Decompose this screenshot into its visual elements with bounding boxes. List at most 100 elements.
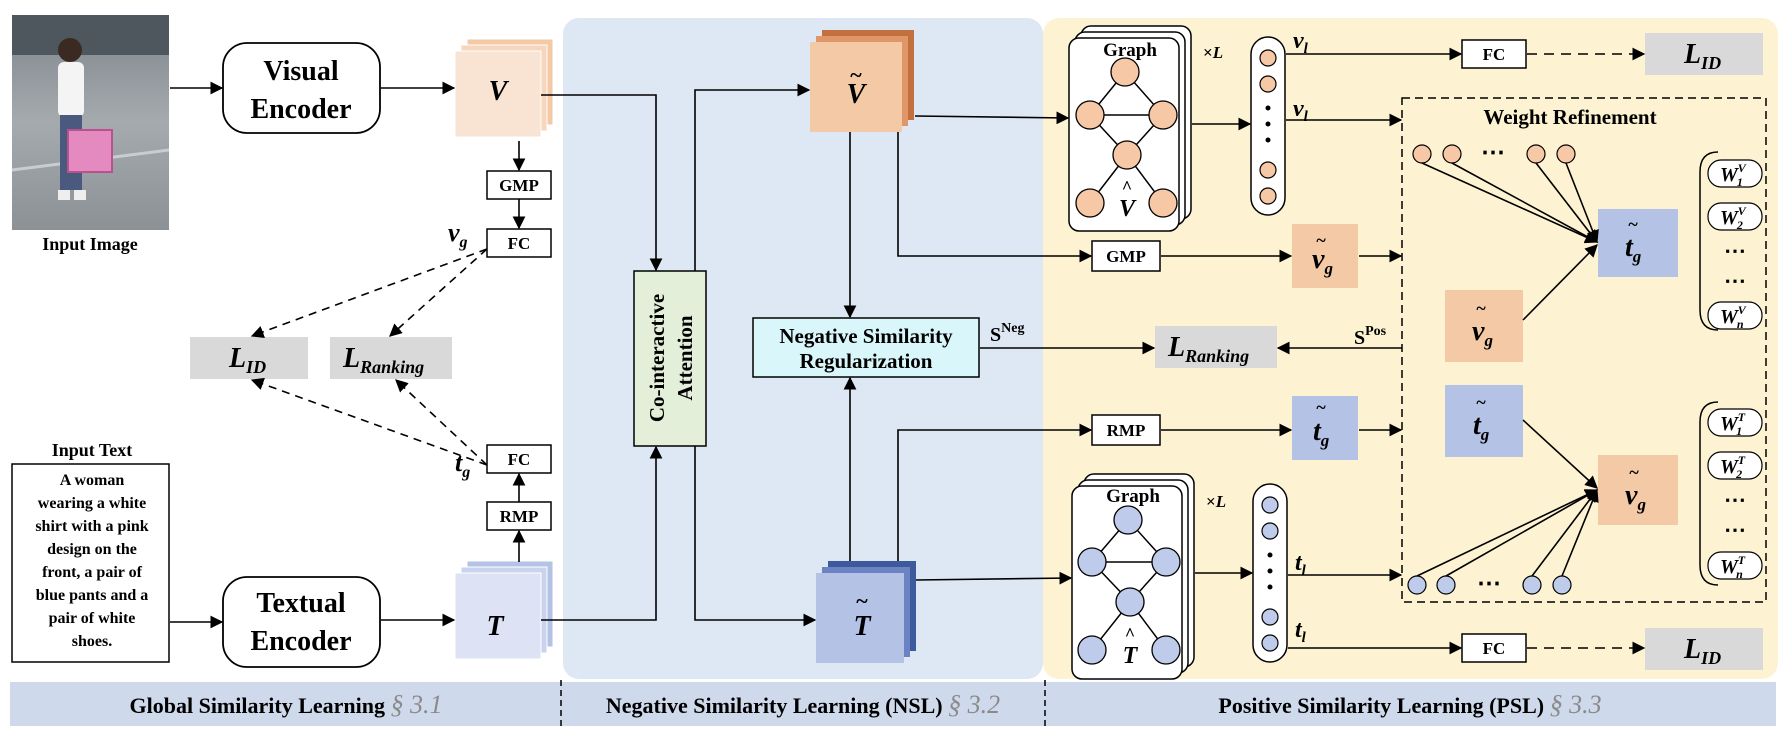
wv-item xyxy=(1707,159,1763,188)
graph-stack-bottom xyxy=(1071,473,1195,680)
footer-section-label: Negative Similarity Learning (NSL) § 3.2 xyxy=(606,690,1000,719)
node-column-top-nodes xyxy=(1259,49,1277,205)
visual-feature-label: V xyxy=(489,76,510,107)
s-pos-label: SPos xyxy=(1354,324,1387,349)
input-text-line: shoes. xyxy=(72,633,112,650)
loss-ranking-label: LRanking xyxy=(342,343,424,377)
input-text-line: pair of white xyxy=(49,610,136,627)
co-interactive-attention-label: Co-interactive xyxy=(645,294,669,422)
wr-vg-tilde-mark: ~ xyxy=(1629,462,1639,482)
visual-encoder-label: Visual xyxy=(263,56,338,87)
wr-tg-tilde-label: tg xyxy=(1625,232,1642,266)
wr-bottom-nodes xyxy=(1407,575,1572,595)
vl-label: vl xyxy=(1293,28,1309,57)
wv-bracket xyxy=(1699,151,1719,331)
tl-label: tl xyxy=(1295,550,1307,579)
middle-arrows xyxy=(541,83,857,627)
wt-item xyxy=(1707,451,1763,480)
v-tilde-stack xyxy=(810,30,914,132)
vl-label: vl xyxy=(1293,96,1309,125)
v-tilde-mark: ~ xyxy=(850,62,862,87)
loss-ranking-left xyxy=(330,337,452,379)
loss-id-right-top xyxy=(1645,33,1763,75)
gmp-box-right xyxy=(1091,240,1161,272)
input-image-label: Input Image xyxy=(42,234,138,254)
graph-bottom-nodes xyxy=(1077,505,1181,665)
tg-tilde-mark: ~ xyxy=(1316,397,1326,417)
gmp-label: GMP xyxy=(1106,247,1146,266)
graph-top-label: Graph xyxy=(1103,40,1157,61)
tl-label: tl xyxy=(1295,617,1307,646)
rmp-box-right xyxy=(1091,414,1161,446)
co-interactive-attention-label: Attention xyxy=(673,315,697,400)
wt-item xyxy=(1707,408,1763,437)
footer-section-label: Global Similarity Learning § 3.1 xyxy=(130,690,443,719)
t-hat-label: T xyxy=(1123,643,1139,669)
wt-ellipsis: ⋯ xyxy=(1724,487,1746,512)
vg-tilde-label: vg xyxy=(1312,244,1333,278)
graph-bottom-label: Graph xyxy=(1106,486,1160,507)
input-text-line: shirt with a pink xyxy=(35,518,148,535)
vg-label: vg xyxy=(448,218,468,251)
wt-bracket xyxy=(1699,401,1719,586)
t-tilde-stack xyxy=(816,561,916,663)
wt-item xyxy=(1707,551,1763,580)
v-hat-mark: ^ xyxy=(1122,177,1132,197)
footer-section-label: Positive Similarity Learning (PSL) § 3.3 xyxy=(1218,690,1601,719)
node-column-bottom-dots xyxy=(1267,552,1273,590)
times-l-bottom: ×L xyxy=(1206,492,1226,511)
wr-tg-tilde-mark: ~ xyxy=(1628,214,1638,234)
wv-ellipsis: ⋯ xyxy=(1724,268,1746,293)
wr-tg-tilde-box-left xyxy=(1445,385,1523,457)
input-text-box xyxy=(11,463,170,663)
tg-tilde-box xyxy=(1292,396,1358,460)
loss-id-left xyxy=(190,337,308,379)
textual-encoder-label: Encoder xyxy=(250,626,351,657)
weight-refinement-title: Weight Refinement xyxy=(1483,105,1656,129)
wv-ellipsis: ⋯ xyxy=(1724,238,1746,263)
node-column-bottom-nodes xyxy=(1261,496,1279,652)
input-text-lines: A woman wearing a white shirt with a pin… xyxy=(35,472,148,650)
input-text-line: wearing a white xyxy=(38,495,146,512)
weight-refinement-box xyxy=(1401,97,1767,603)
right-arrows xyxy=(897,47,1646,655)
s-neg-label: SNeg xyxy=(990,321,1024,346)
wv-item xyxy=(1707,202,1763,231)
graph-stack-top xyxy=(1068,25,1192,232)
fc-box-right-bottom xyxy=(1461,633,1527,663)
times-l-top: ×L xyxy=(1203,43,1223,62)
nsr-label: Negative Similarity xyxy=(779,324,953,348)
loss-id-label: LID xyxy=(1683,39,1721,73)
textual-encoder-label: Textual xyxy=(256,588,345,619)
fc-box-bottom xyxy=(486,444,552,474)
loss-ranking-right xyxy=(1155,326,1277,368)
wr-vg-tilde-label: vg xyxy=(1472,316,1493,350)
fc-label: FC xyxy=(1483,45,1506,64)
t-tilde-label: T xyxy=(853,611,872,642)
v-tilde-label: V xyxy=(847,79,868,110)
vg-tilde-mark: ~ xyxy=(1316,230,1326,250)
rmp-box xyxy=(486,501,552,531)
rmp-label: RMP xyxy=(1107,421,1146,440)
loss-ranking-label: LRanking xyxy=(1167,332,1249,366)
psl-background xyxy=(1043,18,1778,679)
tg-label: tg xyxy=(455,448,470,481)
graph-top-nodes xyxy=(1075,57,1178,218)
fc-box-right-top xyxy=(1461,39,1527,69)
fc-label: FC xyxy=(1483,639,1506,658)
t-hat-mark: ^ xyxy=(1125,624,1135,644)
wv-item xyxy=(1707,301,1763,330)
tg-tilde-label: tg xyxy=(1313,416,1330,450)
fc-box-top xyxy=(486,228,552,258)
wr-top-nodes xyxy=(1412,144,1576,164)
wr-vg-tilde-box-right xyxy=(1598,455,1678,525)
nsr-label: Regularization xyxy=(800,349,933,373)
loss-id-label: LID xyxy=(1683,634,1721,668)
wt-ellipsis: ⋯ xyxy=(1724,517,1746,542)
